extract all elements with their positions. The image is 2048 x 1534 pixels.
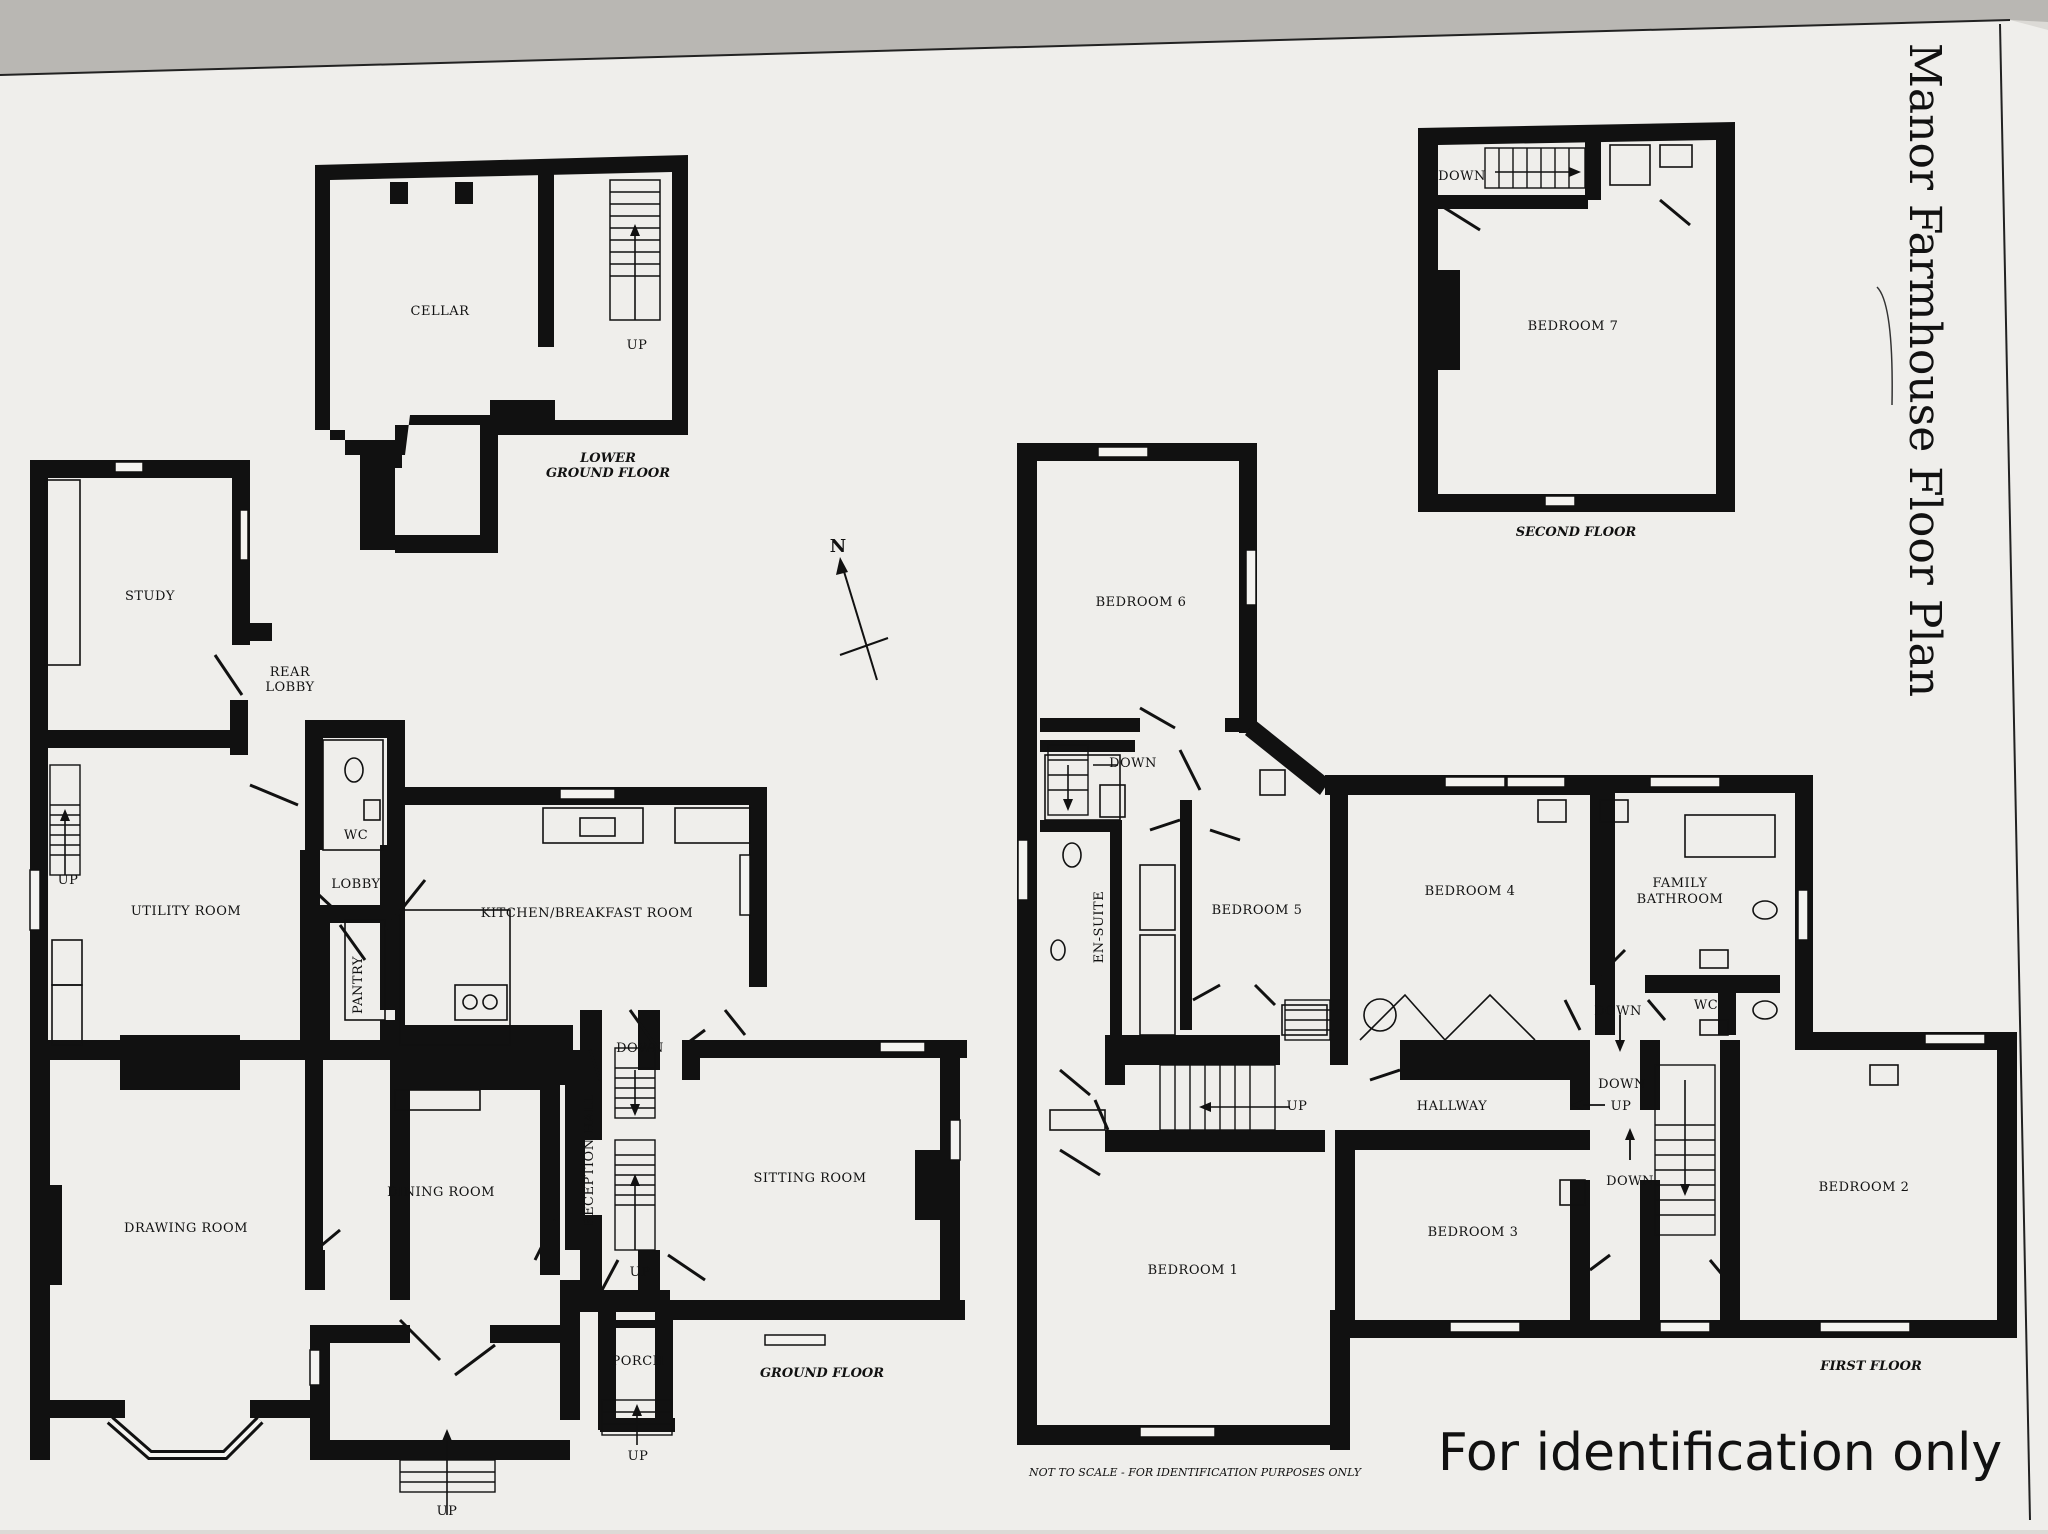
room-label-family-bath-1: FAMILY: [1652, 876, 1707, 891]
stair-label-down-2: DOWN: [1598, 1077, 1646, 1092]
stair-label-down-1: DOWN: [1594, 1004, 1642, 1019]
north-compass: N: [830, 536, 889, 681]
room-label-wc: WC: [344, 828, 368, 843]
room-label-utility: UTILITY ROOM: [131, 904, 241, 919]
stair-label-up-hall: UP: [630, 1265, 651, 1280]
room-label-kitchen: KITCHEN/BREAKFAST ROOM: [481, 906, 693, 921]
stair-label-down-3: DOWN: [1606, 1174, 1654, 1189]
room-label-bed2: BEDROOM 2: [1819, 1180, 1910, 1195]
room-label-bed6: BEDROOM 6: [1096, 595, 1187, 610]
room-label-study: STUDY: [125, 589, 175, 604]
first-floor: BEDROOM 6 DOWN BEDROOM 5 EN-SUITE BEDROO…: [1017, 443, 2017, 1450]
room-label-family-bath-2: BATHROOM: [1637, 892, 1724, 907]
lower-ground-floor: CELLAR UP LOWER GROUND FLOOR: [315, 155, 688, 553]
sheet-border-top: [0, 19, 2011, 76]
room-label-wc-first: WC: [1694, 998, 1718, 1013]
room-label-rear-lobby-1: REAR: [270, 665, 311, 680]
room-label-reception: RECEPTION HALL: [582, 1094, 597, 1226]
stair-label-up: UP: [627, 338, 648, 353]
stair-label-down-bed6: DOWN: [1109, 756, 1157, 771]
room-label-cellar: CELLAR: [411, 304, 471, 319]
stair-label-up-porch: UP: [628, 1449, 649, 1464]
room-label-pantry: PANTRY: [351, 956, 366, 1014]
compass-north-label: N: [830, 536, 846, 557]
floor-label-lower-2: GROUND FLOOR: [546, 466, 670, 481]
floor-label-lower-1: LOWER: [579, 451, 636, 466]
stair-label-up-utility: UP: [58, 873, 79, 888]
stair-label-up-2: UP: [1611, 1099, 1632, 1114]
room-label-rear-lobby-2: LOBBY: [265, 680, 314, 695]
ground-floor: STUDY REAR LOBBY WC LOBBY UTILITY ROOM K…: [29, 460, 967, 1519]
sheet-border-right: [1999, 23, 2031, 1521]
room-label-sitting: SITTING ROOM: [753, 1171, 866, 1186]
room-label-drawing: DRAWING ROOM: [124, 1221, 248, 1236]
room-label-porch: PORCH: [612, 1354, 665, 1369]
floor-label-first: FIRST FLOOR: [1819, 1359, 1922, 1374]
room-label-bed3: BEDROOM 3: [1428, 1225, 1519, 1240]
stair-label-up-bay: UP: [437, 1504, 458, 1519]
stair-label-up-main: UP: [1287, 1099, 1308, 1114]
plan-title: Manor Farmhouse Floor Plan: [1899, 43, 1950, 697]
second-floor: DOWN BEDROOM 7 SECOND FLOOR: [1418, 122, 1735, 540]
room-label-bed1: BEDROOM 1: [1148, 1263, 1239, 1278]
room-label-bed7: BEDROOM 7: [1528, 319, 1619, 334]
paper-shadow: [0, 0, 2048, 75]
stair-label-down-hall: DOWN: [616, 1041, 664, 1056]
room-label-lobby: LOBBY: [331, 877, 380, 892]
floor-label-second: SECOND FLOOR: [1516, 525, 1637, 540]
room-label-dining: DINING ROOM: [387, 1185, 495, 1200]
pen-mark: [1876, 286, 1893, 406]
scale-note: NOT TO SCALE - FOR IDENTIFICATION PURPOS…: [1028, 1466, 1363, 1479]
floor-label-ground: GROUND FLOOR: [760, 1366, 884, 1381]
stair-label-down-second: DOWN: [1438, 169, 1486, 184]
identification-stamp: For identification only: [1438, 1423, 2002, 1483]
room-label-hallway: HALLWAY: [1417, 1099, 1488, 1114]
room-label-bed4: BEDROOM 4: [1425, 884, 1516, 899]
room-label-bed5: BEDROOM 5: [1212, 903, 1303, 918]
room-label-ensuite: EN-SUITE: [1092, 891, 1107, 963]
